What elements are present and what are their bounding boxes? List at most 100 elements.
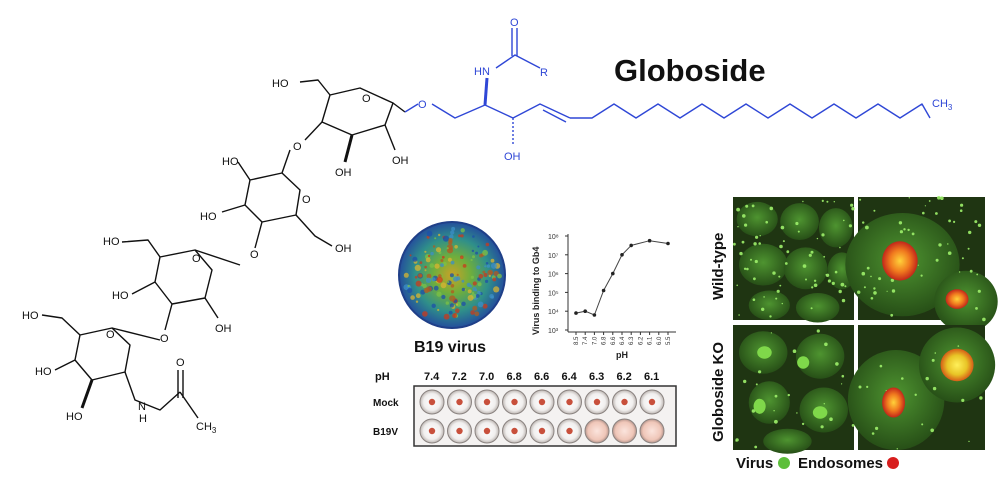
virus-spot — [792, 349, 797, 354]
virus-spot — [947, 251, 952, 255]
virus-spot — [857, 290, 861, 294]
chart-x-tick-label: 6.0 — [657, 336, 663, 345]
virus-spot — [778, 275, 781, 278]
plate-ph-value: 7.4 — [424, 371, 440, 383]
capsid-texture-dot — [447, 280, 450, 284]
capsid-texture-dot — [436, 291, 442, 297]
s2-link-o-label: O — [250, 249, 259, 261]
virus-spot — [825, 274, 827, 276]
s2-oh4-label: HO — [222, 156, 239, 168]
capsid-texture-dot — [453, 276, 459, 282]
capsid-texture-dot — [449, 303, 454, 308]
capsid-texture-dot — [454, 245, 458, 249]
capsid-texture-dot — [446, 247, 449, 250]
capsid-texture-dot — [450, 230, 455, 235]
virus-spot — [763, 296, 765, 298]
virus-spot — [738, 314, 740, 316]
virus-spot — [829, 417, 833, 422]
capsid-texture-dot — [440, 263, 444, 267]
capsid-texture-dot — [460, 255, 464, 259]
virus-spot — [843, 219, 845, 222]
virus-spot — [838, 289, 842, 294]
capsid-texture-dot — [462, 264, 467, 268]
virus-spot — [920, 274, 923, 277]
legend-virus-dot — [778, 457, 790, 469]
virus-spot — [928, 200, 931, 202]
cell — [748, 290, 790, 320]
plate-ph-value: 6.1 — [644, 371, 659, 383]
endosome-spot — [753, 398, 766, 414]
chart-y-tick-label: 10⁴ — [548, 309, 559, 316]
panel-ko-zoom — [847, 325, 996, 450]
virus-spot — [802, 264, 807, 268]
capsid-texture-dot — [455, 303, 459, 306]
capsid-texture-dot — [484, 265, 487, 268]
virus-spot — [975, 307, 978, 310]
virus-spot — [765, 220, 768, 224]
capsid-texture-dot — [482, 249, 488, 256]
chart-x-tick-label: 6.2 — [638, 336, 644, 345]
row-label-ko: Globoside KO — [710, 342, 727, 442]
virus-spot — [967, 247, 970, 250]
capsid-texture-dot — [448, 310, 453, 315]
capsid-texture-dot — [415, 300, 419, 303]
chart-x-tick-label: 6.1 — [648, 336, 654, 345]
virus-spot — [827, 279, 832, 283]
s4-ring-o-label: O — [106, 329, 115, 341]
virus-spot — [907, 228, 910, 232]
capsid-texture-dot — [477, 245, 480, 248]
s1-o-label: O — [293, 141, 302, 153]
capsid-texture-dot — [451, 226, 456, 231]
capsid-texture-dot — [467, 289, 472, 294]
capsid-texture-dot — [456, 273, 459, 276]
virus-spot — [758, 242, 761, 245]
endosome-spot — [945, 289, 969, 309]
virus-spot — [979, 396, 983, 400]
capsid-texture — [403, 226, 502, 320]
capsid-texture-dot — [435, 247, 442, 253]
capsid-texture-dot — [472, 255, 475, 259]
virus-spot — [931, 358, 935, 362]
virus-spot — [735, 440, 738, 442]
virus-spot — [779, 244, 783, 249]
capsid-icon — [398, 221, 506, 329]
s4-h-label: H — [139, 413, 147, 425]
capsid-texture-dot — [460, 228, 465, 233]
chart-x-tick-label: 6.8 — [602, 336, 608, 345]
plate-ph-value: 7.2 — [452, 371, 467, 383]
chart-y-tick-label: 10⁵ — [548, 290, 559, 297]
capsid-texture-dot — [441, 294, 446, 300]
capsid-texture-dot — [460, 234, 464, 238]
capsid-texture-dot — [449, 234, 454, 239]
virus-spot — [968, 440, 970, 443]
capsid-texture-dot — [471, 249, 475, 253]
virus-spot — [795, 221, 799, 226]
chart-y-tick-label: 10⁶ — [548, 272, 559, 279]
virus-spot — [891, 289, 896, 293]
virus-spot — [858, 385, 862, 389]
virus-spot — [899, 230, 904, 234]
virus-spot — [866, 385, 869, 388]
s2-ch2oh-label: OH — [335, 243, 352, 255]
virus-spot — [770, 332, 773, 334]
virus-spot — [911, 232, 915, 236]
capsid-texture-dot — [450, 284, 455, 288]
capsid-texture-dot — [425, 257, 431, 263]
s1-ch2oh-label: HO — [272, 78, 289, 90]
capsid-texture-dot — [470, 310, 475, 315]
plate-ph-label: pH — [375, 371, 390, 383]
virus-spot — [753, 242, 757, 246]
capsid-texture-dot — [488, 274, 491, 278]
virus-spot — [851, 424, 855, 427]
virus-spot — [782, 240, 785, 243]
capsid-texture-dot — [412, 256, 418, 262]
virus-spot — [801, 422, 805, 426]
virus-spot — [870, 297, 874, 300]
capsid-texture-dot — [426, 273, 432, 279]
virus-spot — [835, 362, 839, 366]
capsid-texture-dot — [422, 311, 428, 317]
capsid-texture-dot — [475, 294, 480, 298]
virus-spot — [816, 237, 819, 240]
